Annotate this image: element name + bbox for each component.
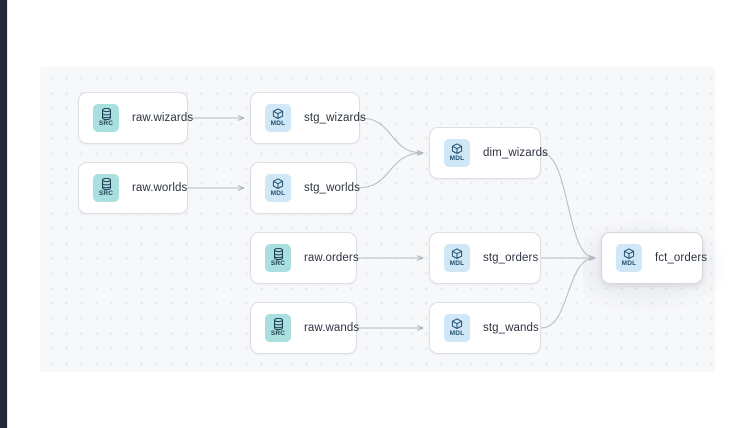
database-icon: SRC [93,104,119,132]
node-kind-label: SRC [98,120,114,128]
rail-divider [7,0,8,428]
node-label: stg_wizards [304,112,366,124]
graph-node-raw_worlds[interactable]: SRC raw.worlds [78,162,188,214]
node-kind-label: SRC [270,260,286,268]
node-label: raw.worlds [132,182,188,194]
node-label: stg_orders [483,252,539,264]
node-kind-label: MDL [270,120,286,128]
graph-node-raw_orders[interactable]: SRC raw.orders [250,232,359,284]
node-label: dim_wizards [483,147,549,159]
graph-node-stg_wands[interactable]: MDL stg_wands [429,302,541,354]
node-kind-label: MDL [449,260,465,268]
node-kind-label: MDL [449,155,465,163]
database-icon: SRC [265,314,291,342]
graph-node-stg_orders[interactable]: MDL stg_orders [429,232,541,284]
cube-icon: MDL [265,174,291,202]
graph-node-dim_wizards[interactable]: MDL dim_wizards [429,127,548,179]
cube-icon: MDL [616,244,642,272]
node-kind-label: MDL [270,190,286,198]
graph-node-fct_orders[interactable]: MDL fct_orders [601,232,707,284]
cube-icon: MDL [265,104,291,132]
node-label: stg_wands [483,322,539,334]
node-label: raw.wizards [132,112,194,124]
graph-node-stg_wizards[interactable]: MDL stg_wizards [250,92,366,144]
node-kind-label: MDL [621,260,637,268]
cube-icon: MDL [444,139,470,167]
database-icon: SRC [265,244,291,272]
database-icon: SRC [93,174,119,202]
node-label: fct_orders [655,252,708,264]
left-nav-rail[interactable] [0,0,7,428]
node-label: stg_worlds [304,182,360,194]
graph-node-stg_worlds[interactable]: MDL stg_worlds [250,162,360,214]
node-kind-label: MDL [449,330,465,338]
node-kind-label: SRC [270,330,286,338]
graph-node-raw_wands[interactable]: SRC raw.wands [250,302,360,354]
graph-node-raw_wizards[interactable]: SRC raw.wizards [78,92,193,144]
node-kind-label: SRC [98,190,114,198]
cube-icon: MDL [444,314,470,342]
cube-icon: MDL [444,244,470,272]
node-label: raw.orders [304,252,359,264]
node-label: raw.wands [304,322,360,334]
